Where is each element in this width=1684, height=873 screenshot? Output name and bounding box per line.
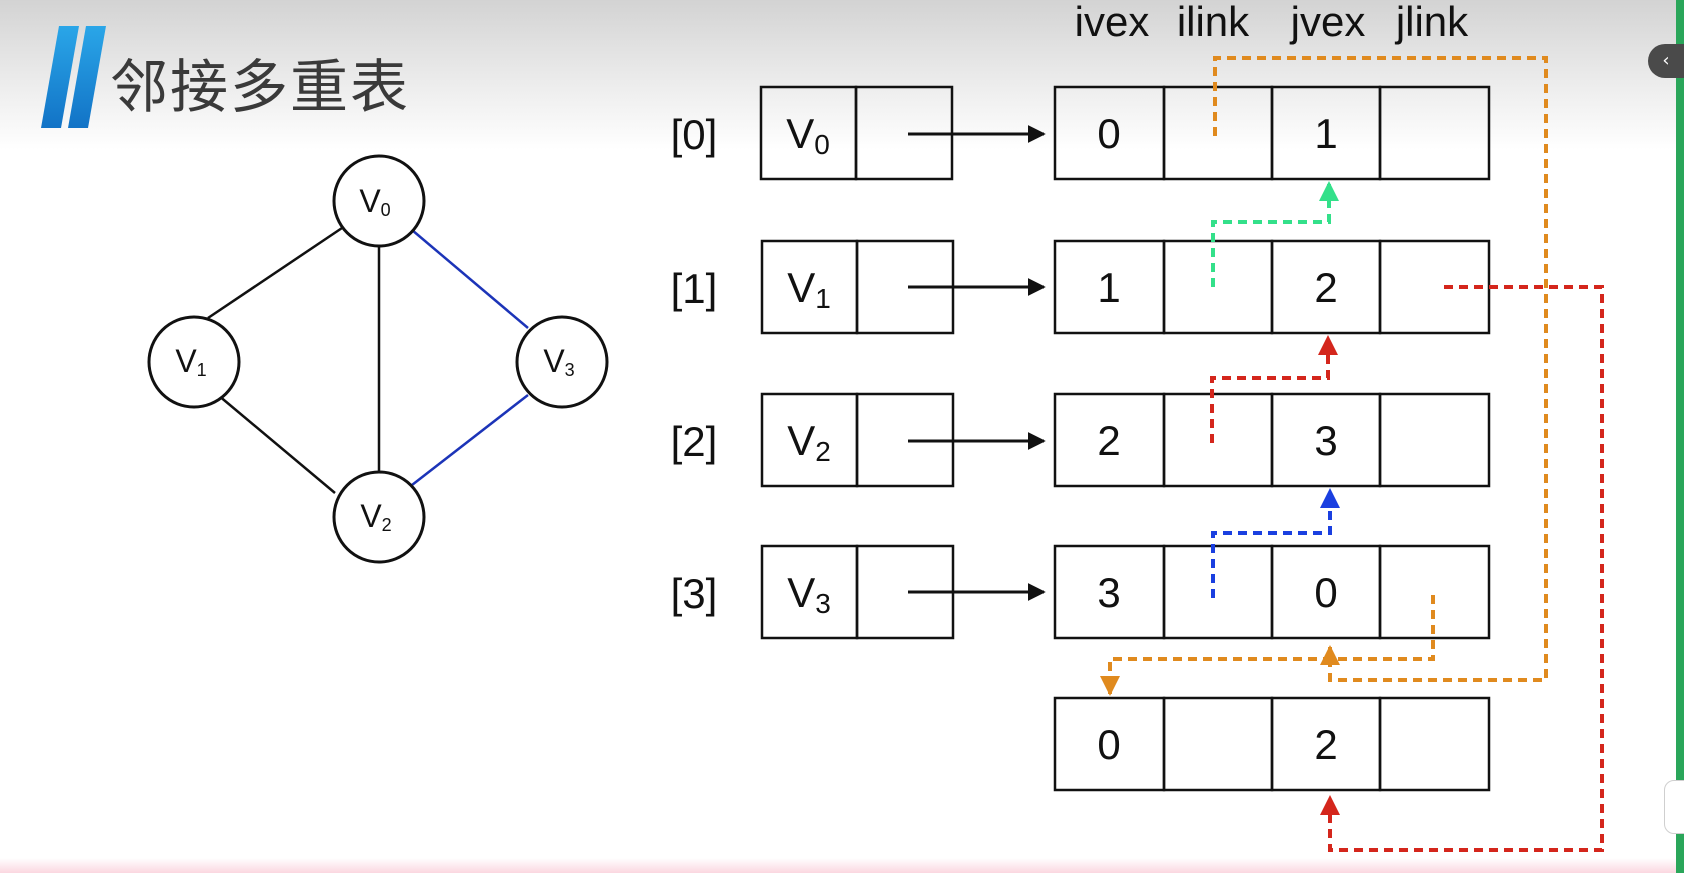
red-ilink-pointer xyxy=(1210,335,1338,443)
svg-text:V0: V0 xyxy=(359,183,390,220)
svg-text:V3: V3 xyxy=(543,343,574,380)
vertex-v0: V0 xyxy=(332,154,426,248)
orange-ilink-pointer xyxy=(1213,56,1548,682)
side-panel-handle[interactable] xyxy=(1664,780,1684,834)
edge-v1-v2 xyxy=(217,394,336,494)
header-ivex: ivex xyxy=(1075,0,1150,45)
edge-nodes: 0 1 1 2 2 3 3 0 xyxy=(1053,85,1491,792)
edge-node: 0 1 xyxy=(1053,85,1491,181)
edge-v0-v1 xyxy=(207,226,343,320)
vertex-label: V0 xyxy=(786,110,830,160)
green-ilink-pointer xyxy=(1211,181,1339,287)
blue-ilink-pointer xyxy=(1211,488,1340,598)
jvex-value: 0 xyxy=(1314,569,1337,616)
graph: V0 V1 V3 V2 xyxy=(147,154,609,564)
ivex-value: 3 xyxy=(1097,569,1120,616)
window-edge xyxy=(1676,0,1684,873)
red-jlink-pointer xyxy=(1320,285,1604,852)
jvex-value: 2 xyxy=(1314,264,1337,311)
edge-v2-v3 xyxy=(411,394,529,486)
row-index: [0] xyxy=(671,111,718,158)
svg-text:V2: V2 xyxy=(360,498,391,535)
vertex-v2: V2 xyxy=(332,470,426,564)
header-ilink: ilink xyxy=(1177,0,1250,45)
edge-node: 0 2 xyxy=(1053,696,1491,792)
vertex-table: [0] V0 [1] V1 [2] V2 [3] V3 xyxy=(671,85,955,640)
jvex-value: 1 xyxy=(1314,110,1337,157)
vertex-label: V3 xyxy=(787,569,831,619)
header-jvex: jvex xyxy=(1289,0,1366,45)
bottom-decoration-strip xyxy=(0,858,1684,873)
vertex-row: [1] V1 xyxy=(671,239,955,335)
chevron-left-icon: ‹ xyxy=(1662,50,1670,71)
row-index: [3] xyxy=(671,570,718,617)
edge-node: 1 2 xyxy=(1053,239,1491,335)
vertex-v3: V3 xyxy=(515,315,609,409)
jvex-value: 3 xyxy=(1314,417,1337,464)
vertex-row: [2] V2 xyxy=(671,392,955,488)
ivex-value: 1 xyxy=(1097,264,1120,311)
svg-text:V1: V1 xyxy=(175,343,206,380)
ivex-value: 0 xyxy=(1097,110,1120,157)
header-jlink: jlink xyxy=(1394,0,1469,45)
link-pointers xyxy=(1100,56,1604,852)
header-background xyxy=(0,0,1684,150)
edge-node: 2 3 xyxy=(1053,392,1491,488)
ivex-value: 2 xyxy=(1097,417,1120,464)
vertex-v1: V1 xyxy=(147,315,241,409)
firstedge-arrows xyxy=(908,125,1046,601)
collapse-panel-button[interactable]: ‹ xyxy=(1648,44,1684,78)
page-title: 邻接多重表 xyxy=(110,53,411,121)
edge-node: 3 0 xyxy=(1053,544,1491,640)
vertex-label: V2 xyxy=(787,417,831,467)
row-index: [2] xyxy=(671,418,718,465)
vertex-row: [0] V0 xyxy=(671,85,954,181)
vertex-label: V1 xyxy=(787,264,831,314)
edge-v0-v3 xyxy=(411,229,529,329)
jvex-value: 2 xyxy=(1314,721,1337,768)
vertex-row: [3] V3 xyxy=(671,544,955,640)
row-index: [1] xyxy=(671,265,718,312)
column-headers: ivex ilink jvex jlink xyxy=(1075,0,1470,45)
ivex-value: 0 xyxy=(1097,721,1120,768)
orange-jlink-pointer xyxy=(1100,595,1435,696)
